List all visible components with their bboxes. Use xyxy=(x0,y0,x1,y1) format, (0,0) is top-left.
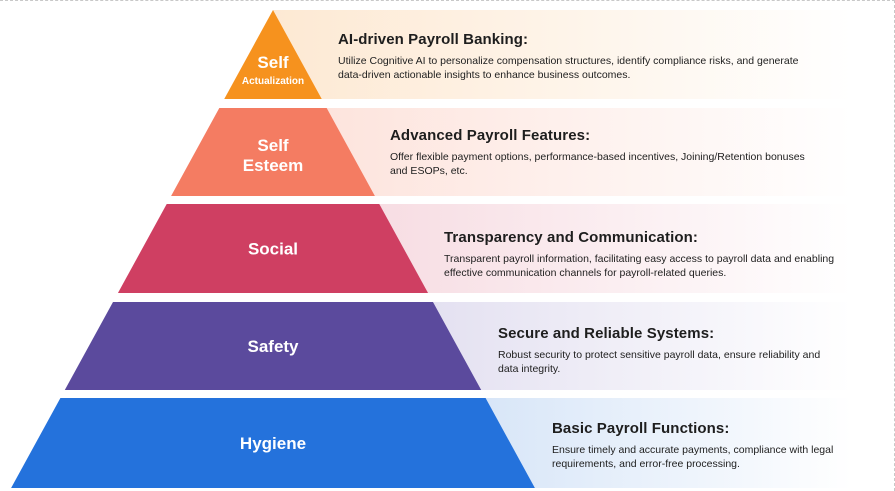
pyramid-tier-self-actualization xyxy=(224,10,322,99)
level-description: Robust security to protect sensitive pay… xyxy=(498,349,821,375)
tier-label-social: Social xyxy=(248,240,298,259)
tier-band-safety xyxy=(432,302,852,390)
pyramid-tier-safety xyxy=(64,302,482,390)
level-text-social: Transparency and Communication: Transpar… xyxy=(444,229,844,280)
tier-band-self-esteem xyxy=(326,108,853,196)
level-description: Utilize Cognitive AI to personalize comp… xyxy=(338,55,799,81)
level-description: Transparent payroll information, facilit… xyxy=(444,253,835,279)
level-description: Ensure timely and accurate payments, com… xyxy=(552,444,834,470)
tier-band-hygiene xyxy=(485,398,852,488)
pyramid-tier-social xyxy=(117,204,429,293)
level-title: Secure and Reliable Systems: xyxy=(498,325,715,342)
tier-sublabel-self-esteem: Esteem xyxy=(243,156,303,175)
level-text-hygiene: Basic Payroll Functions: Ensure timely a… xyxy=(552,420,852,471)
tier-band-social xyxy=(379,204,852,293)
level-text-self-esteem: Advanced Payroll Features: Offer flexibl… xyxy=(390,127,810,178)
tier-label-self-actualization: Self xyxy=(257,53,289,72)
level-title: Advanced Payroll Features: xyxy=(390,127,591,144)
tier-label-hygiene: Hygiene xyxy=(240,434,306,453)
level-title: Transparency and Communication: xyxy=(444,229,698,246)
level-text-self-actualization: AI-driven Payroll Banking: Utilize Cogni… xyxy=(338,31,808,82)
pyramid-tier-self-esteem xyxy=(171,108,375,196)
level-title: AI-driven Payroll Banking: xyxy=(338,31,529,48)
tier-label-self-esteem: Self xyxy=(257,136,289,155)
tier-band-self-actualization xyxy=(273,10,852,99)
tier-sublabel-self-actualization: Actualization xyxy=(242,76,304,87)
level-title: Basic Payroll Functions: xyxy=(552,420,730,437)
pyramid-tier-hygiene xyxy=(11,398,535,488)
level-text-safety: Secure and Reliable Systems: Robust secu… xyxy=(498,325,843,376)
tier-label-safety: Safety xyxy=(247,337,299,356)
level-description: Offer flexible payment options, performa… xyxy=(390,151,805,177)
